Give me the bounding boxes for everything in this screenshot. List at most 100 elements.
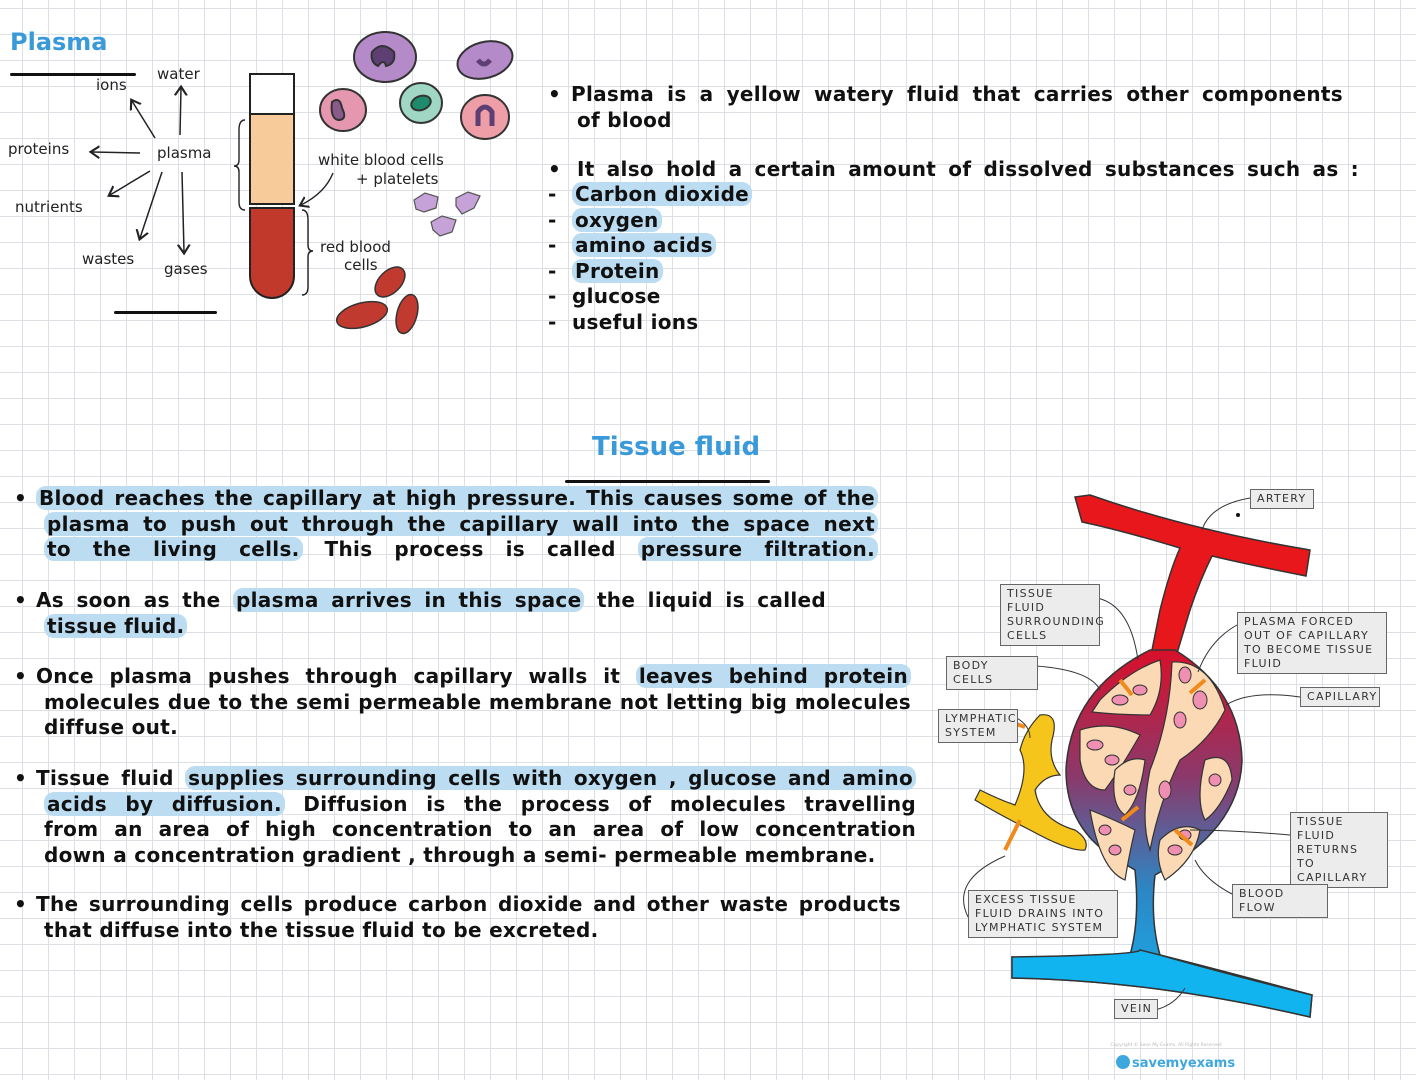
label-platelets: + platelets <box>356 170 439 188</box>
divider <box>10 73 136 76</box>
label-blood-flow: BLOOD FLOW <box>1232 884 1328 918</box>
label-artery: ARTERY <box>1250 489 1314 509</box>
red-blood-cells <box>335 266 419 335</box>
label-body-cells: BODY CELLS <box>946 656 1038 690</box>
text: The surrounding cells produce carbon dio… <box>36 892 901 916</box>
bullet: - <box>548 207 557 232</box>
text: Once plasma pushes through capillary wal… <box>36 664 636 688</box>
tissue-fluid-title: Tissue fluid <box>592 432 761 462</box>
label-wastes: wastes <box>82 250 134 268</box>
bullet: • <box>14 664 27 688</box>
text-line: glucose <box>572 284 661 308</box>
lymphatic-vessel <box>974 714 1087 851</box>
divider <box>565 480 770 483</box>
label-white-blood-cells: white blood cells <box>318 151 444 169</box>
arrow-nutrients <box>110 170 151 195</box>
body-cells <box>1086 666 1222 856</box>
text: that diffuse into the tissue fluid to be… <box>44 917 599 942</box>
text-line: Blood reaches the capillary at high pres… <box>36 486 878 510</box>
bullet: - <box>548 309 557 334</box>
label-water: water <box>157 65 201 83</box>
bullet: - <box>548 258 557 283</box>
text: Diffusion is the process of molecules tr… <box>284 791 916 816</box>
arrow-ions <box>132 101 156 139</box>
text: As soon as the <box>36 588 234 612</box>
text: useful ions <box>572 309 699 334</box>
label-red-blood-cells: red blood <box>320 238 391 256</box>
highlighted-text: Blood reaches the capillary at high pres… <box>36 486 878 510</box>
text-line: oxygen <box>572 207 662 232</box>
text-line: of blood <box>577 108 672 132</box>
text-line: The surrounding cells produce carbon dio… <box>36 892 901 916</box>
arrow-gases <box>182 171 184 252</box>
text: It also hold a certain amount of dissolv… <box>577 157 1359 181</box>
pointer-lines <box>963 497 1301 1011</box>
text-line: It also hold a certain amount of dissolv… <box>577 157 1359 181</box>
white-blood-cells <box>319 31 514 140</box>
text: molecules due to the semi permeable memb… <box>44 689 911 714</box>
plasma-arrows <box>92 88 184 252</box>
label-red-blood-cells-2: cells <box>344 256 378 274</box>
text: glucose <box>572 284 661 308</box>
highlighted-text: amino acids <box>572 233 716 257</box>
copyright-text: Copyright © Save My Exams. All Rights Re… <box>1110 1041 1221 1048</box>
test-tube <box>233 73 334 299</box>
highlighted-text: to the living cells. <box>44 537 303 561</box>
text-line: Tissue fluid supplies surrounding cells … <box>36 766 916 790</box>
text: Plasma is a yellow watery fluid that car… <box>571 82 1343 106</box>
text-line: to the living cells. This process is cal… <box>44 537 878 561</box>
label-tissue-fluid-returns: TISSUE FLUID RETURNS TO CAPILLARY <box>1290 812 1388 888</box>
label-lymphatic-system: LYMPHATIC SYSTEM <box>938 709 1018 743</box>
text-line: diffuse out. <box>44 715 178 739</box>
savemyexams-logo: savemyexams <box>1116 1055 1235 1071</box>
text-line: molecules due to the semi permeable memb… <box>44 690 911 714</box>
bullet: - <box>548 182 557 206</box>
bullet: - <box>548 233 557 257</box>
highlighted-text: Carbon dioxide <box>572 182 753 206</box>
bullet: • <box>14 588 27 612</box>
text: This process is called <box>302 537 638 561</box>
label-plasma-forced-out: PLASMA FORCED OUT OF CAPILLARY TO BECOME… <box>1237 612 1387 674</box>
label-vein: VEIN <box>1114 999 1158 1019</box>
highlighted-text: plasma to push out through the capillary… <box>44 511 878 536</box>
plasma-labels: plasma water ions proteins nutrients was… <box>8 65 444 278</box>
text-line: tissue fluid. <box>44 613 188 638</box>
bullet: • <box>14 892 27 916</box>
label-plasma: plasma <box>157 144 212 162</box>
highlighted-text: oxygen <box>572 207 662 232</box>
text: down a concentration gradient , through … <box>44 842 876 867</box>
bullet: • <box>14 486 27 510</box>
bullet: • <box>548 82 561 106</box>
text-line: Carbon dioxide <box>572 182 753 206</box>
text-line: Protein <box>572 258 663 283</box>
arrow-water <box>180 88 181 136</box>
label-ions: ions <box>96 76 127 94</box>
text-line: from an area of high concentration to an… <box>44 817 916 841</box>
highlighted-text: pressure filtration. <box>637 537 878 561</box>
text-line: acids by diffusion. Diffusion is the pro… <box>44 791 916 816</box>
svg-text:savemyexams: savemyexams <box>1132 1056 1235 1071</box>
plasma-title: Plasma <box>10 28 108 56</box>
label-excess-tissue-fluid: EXCESS TISSUE FLUID DRAINS INTO LYMPHATI… <box>968 890 1118 938</box>
highlighted-text: acids by diffusion. <box>44 791 285 816</box>
label-proteins: proteins <box>8 140 69 158</box>
highlighted-text: Protein <box>572 258 663 283</box>
label-gases: gases <box>164 260 208 278</box>
capillary-diagram <box>963 494 1313 1018</box>
text: diffuse out. <box>44 715 178 739</box>
platelets <box>413 191 481 237</box>
label-tissue-fluid-surrounding: TISSUE FLUID SURROUNDING CELLS <box>1000 584 1104 646</box>
text-line: useful ions <box>572 310 699 334</box>
text-line: amino acids <box>572 233 716 257</box>
text: from an area of high concentration to an… <box>44 817 916 841</box>
highlighted-text: supplies surrounding cells with oxygen ,… <box>185 766 916 790</box>
highlighted-text: tissue fluid. <box>44 613 188 638</box>
text: of blood <box>577 108 672 132</box>
arrow-proteins <box>92 152 141 153</box>
label-capillary: CAPILLARY <box>1300 687 1380 707</box>
highlighted-text: leaves behind protein <box>635 664 911 688</box>
bullet: • <box>548 157 561 181</box>
vein-vessel <box>1011 949 1313 1018</box>
arrow-wastes <box>140 171 163 238</box>
